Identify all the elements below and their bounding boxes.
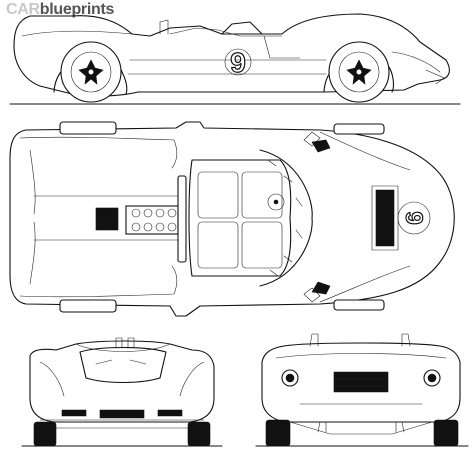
rear-grille	[333, 371, 389, 393]
intake-stack-8	[167, 222, 177, 232]
top-rear-fender-left	[19, 136, 178, 169]
windscreen-reflection-1	[267, 159, 303, 277]
rear-right-light-inner	[427, 373, 437, 383]
front-rollbar-left	[115, 337, 123, 349]
front-view	[21, 337, 223, 447]
side-number-roundel	[224, 48, 252, 76]
front-rollbar-right	[127, 337, 135, 349]
front-left-intake	[61, 409, 87, 417]
top-seat-passenger-left	[241, 171, 283, 219]
top-nose-vent	[371, 185, 399, 251]
top-mirror-right	[303, 287, 321, 303]
rear-view	[255, 333, 469, 447]
top-left-headlight	[311, 139, 331, 153]
front-right-fender	[179, 361, 205, 397]
front-windscreen-reflection	[95, 359, 147, 365]
side-view: 9	[9, 13, 461, 105]
front-right-tyre	[187, 421, 211, 447]
top-steering-hub	[273, 199, 279, 205]
logo-blueprints-text: blueprints	[39, 1, 115, 18]
front-right-intake	[157, 409, 183, 417]
front-windscreen	[79, 346, 167, 383]
side-rear-hub-center	[87, 68, 95, 76]
top-front-right-tyre	[333, 299, 385, 311]
top-view: 9	[9, 121, 455, 317]
top-race-number: 9	[400, 211, 427, 224]
side-nose-line	[391, 51, 441, 73]
top-rear-left-tyre	[59, 121, 117, 135]
top-seat-left	[197, 171, 239, 219]
front-left-tyre	[33, 421, 57, 447]
front-body-outline	[29, 340, 215, 423]
rear-grille-bars	[333, 378, 389, 387]
intake-stack-2	[143, 208, 153, 218]
top-front-fender-left	[319, 131, 411, 171]
front-cockpit-line	[75, 343, 171, 352]
side-cockpit-line	[169, 27, 283, 37]
side-front-spoiler	[425, 69, 445, 85]
top-nose-vent-fill	[375, 189, 395, 247]
top-right-headlight	[311, 281, 331, 295]
top-seat-passenger-right	[241, 221, 283, 269]
intake-stack-5	[131, 222, 141, 232]
side-race-number: 9	[230, 47, 246, 78]
top-windscreen	[259, 149, 313, 287]
side-front-hub-center	[355, 68, 363, 76]
side-front-rim	[338, 51, 380, 93]
intake-stack-4	[167, 208, 177, 218]
top-rollbar	[177, 175, 187, 263]
rear-left-light-inner	[285, 373, 295, 383]
top-front-fender-right	[319, 265, 411, 303]
top-mirror-left	[303, 131, 321, 147]
top-body-outline	[9, 121, 455, 317]
intake-stack-7	[155, 222, 165, 232]
top-engine-cover	[33, 195, 185, 241]
intake-stack-1	[131, 208, 141, 218]
rear-deck-line	[275, 353, 447, 359]
logo-car-text: CAR	[6, 1, 40, 18]
rear-left-tyre	[265, 419, 291, 447]
intake-stack-3	[155, 208, 165, 218]
rear-rollbar-left	[309, 333, 319, 347]
rear-right-tyre	[433, 419, 459, 447]
top-rear-fender-right	[19, 265, 178, 298]
top-steering-wheel	[267, 193, 285, 211]
top-deck-right	[29, 221, 36, 285]
side-rear-rim	[70, 51, 112, 93]
side-rollbar	[159, 19, 169, 35]
front-left-fender	[39, 361, 65, 397]
top-rear-grille	[95, 207, 119, 231]
rear-suspension	[289, 421, 433, 435]
top-deck-left	[29, 149, 36, 215]
intake-stack-6	[143, 222, 153, 232]
top-cockpit-opening	[188, 159, 292, 277]
side-door-cut	[263, 35, 301, 59]
top-front-left-tyre	[333, 123, 385, 135]
top-number-roundel	[397, 201, 431, 235]
carblueprints-logo: CARblueprints	[6, 1, 114, 19]
top-rear-right-tyre	[59, 299, 117, 313]
top-engine-intake	[125, 205, 179, 235]
top-seat-right	[197, 221, 239, 269]
rear-rollbar-right	[401, 333, 411, 347]
front-center-vent	[99, 409, 145, 419]
side-rear-deck-line	[21, 30, 133, 37]
side-windscreen	[221, 21, 263, 35]
